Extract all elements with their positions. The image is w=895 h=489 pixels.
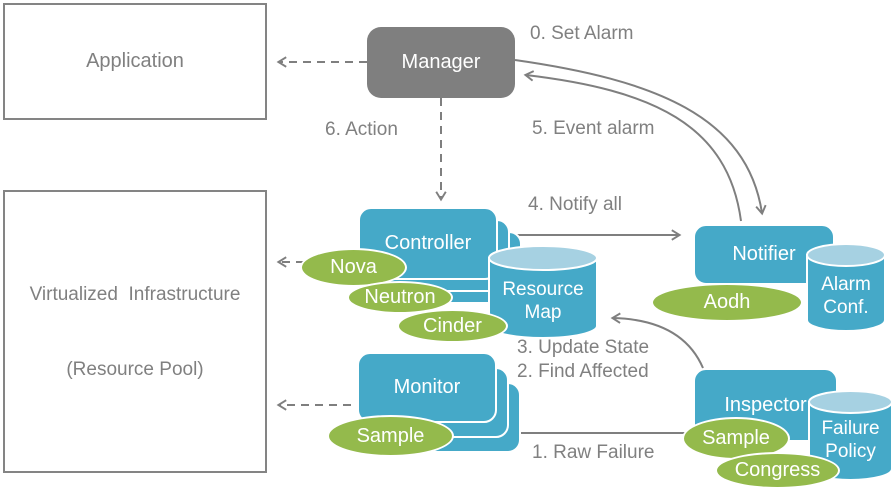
congress-plugin-ellipse: Congress <box>715 452 840 489</box>
controller-label: Controller <box>384 232 472 254</box>
monitor-sample-plugin-ellipse: Sample <box>327 415 454 457</box>
inspector-sample-label: Sample <box>702 427 770 449</box>
congress-label: Congress <box>734 459 821 481</box>
flow-label-find-affected: 2. Find Affected <box>517 361 649 382</box>
flow-label-raw-failure: 1. Raw Failure <box>532 442 655 463</box>
virtualized-infrastructure-label-line2: (Resource Pool) <box>66 358 204 380</box>
failure-policy-label-line2: Policy <box>825 441 876 462</box>
controller-box: Controller <box>358 207 498 280</box>
flow-label-update-state: 3. Update State <box>517 337 650 358</box>
monitor-label: Monitor <box>393 376 461 398</box>
aodh-plugin-ellipse: Aodh <box>651 283 803 322</box>
arrow-set-alarm <box>514 59 767 216</box>
resource-map-label-line1: Resource <box>502 279 584 300</box>
neutron-plugin-ellipse: Neutron <box>347 281 453 314</box>
monitor-sample-label: Sample <box>356 424 425 447</box>
manager-box: Manager <box>367 27 515 98</box>
flow-label-action: 6. Action <box>325 119 398 140</box>
notifier-label: Notifier <box>732 243 796 265</box>
nova-label: Nova <box>330 256 377 278</box>
alarm-conf-label-line1: Alarm <box>821 274 871 295</box>
failure-policy-cylinder: Failure Policy <box>808 390 893 482</box>
resource-map-cylinder-shape <box>488 245 598 339</box>
alarm-conf-cylinder-shape <box>806 243 886 332</box>
resource-map-cylinder: Resource Map <box>488 245 598 340</box>
arrow-event-alarm <box>523 70 742 222</box>
arrow-update-state <box>610 312 704 369</box>
cinder-label: Cinder <box>423 314 482 337</box>
alarm-conf-cylinder: Alarm Conf. <box>806 243 886 333</box>
alarm-conf-label-line2: Conf. <box>823 297 869 318</box>
virtualized-infrastructure-box: Virtualized Infrastructure (Resource Poo… <box>3 190 267 473</box>
failure-policy-label-line1: Failure <box>821 418 880 439</box>
monitor-box: Monitor <box>357 352 497 423</box>
flow-label-notify-all: 4. Notify all <box>528 194 622 215</box>
aodh-label: Aodh <box>703 291 751 313</box>
application-box: Application <box>3 3 267 120</box>
cinder-plugin-ellipse: Cinder <box>397 309 508 343</box>
manager-label: Manager <box>401 51 481 73</box>
flow-label-event-alarm: 5. Event alarm <box>532 118 655 139</box>
inspector-label: Inspector <box>724 393 807 416</box>
resource-map-label-line2: Map <box>524 302 562 323</box>
virtualized-infrastructure-label-line1: Virtualized Infrastructure <box>29 283 241 305</box>
application-label: Application <box>86 50 184 72</box>
neutron-label: Neutron <box>364 286 436 308</box>
flow-label-set-alarm: 0. Set Alarm <box>530 23 634 44</box>
